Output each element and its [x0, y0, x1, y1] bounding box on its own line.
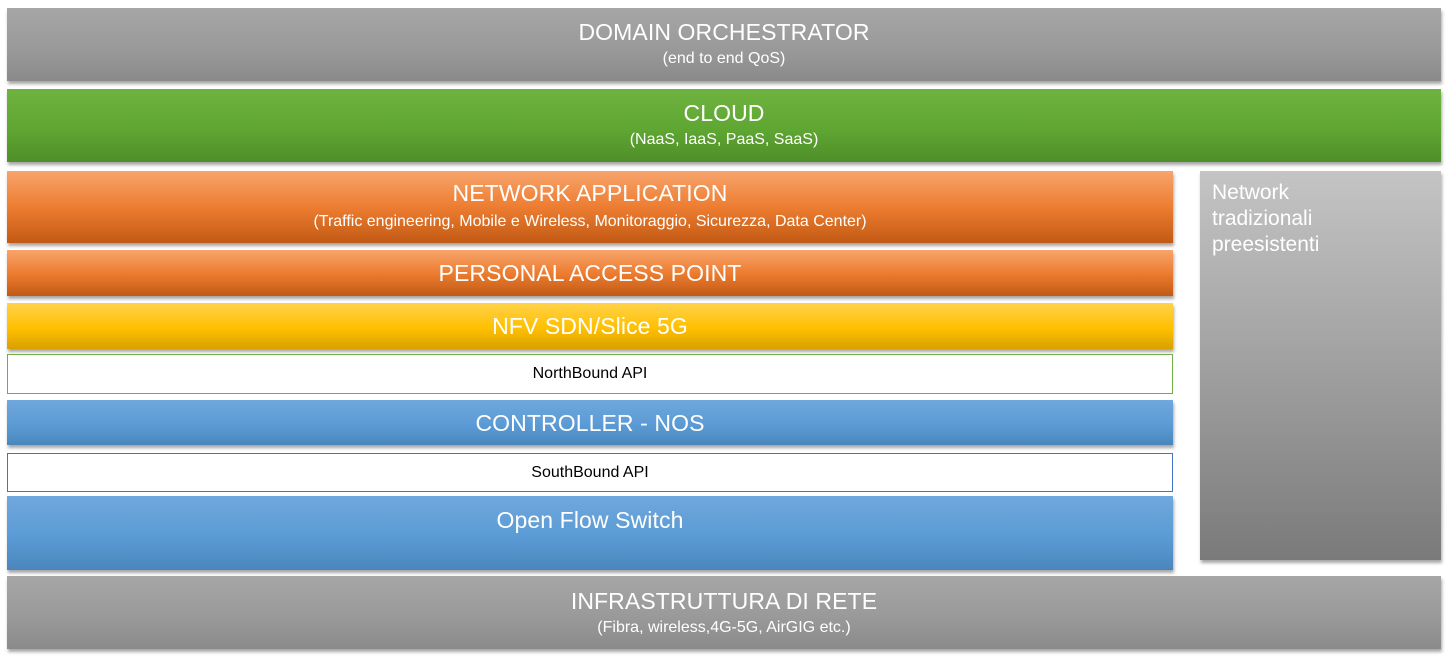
- infrastruttura-di-rete-layer: INFRASTRUTTURA DI RETE (Fibra, wireless,…: [7, 576, 1441, 649]
- controller-nos-layer: CONTROLLER - NOS: [7, 400, 1173, 445]
- nfv-sdn-slice-title: NFV SDN/Slice 5G: [492, 313, 688, 339]
- nfv-sdn-slice-layer: NFV SDN/Slice 5G: [7, 303, 1173, 349]
- cloud-title: CLOUD: [683, 100, 765, 126]
- southbound-api-layer: SouthBound API: [7, 453, 1173, 492]
- controller-nos-title: CONTROLLER - NOS: [475, 410, 705, 436]
- cloud-layer: CLOUD (NaaS, IaaS, PaaS, SaaS): [7, 89, 1441, 162]
- network-application-layer: NETWORK APPLICATION (Traffic engineering…: [7, 171, 1173, 243]
- infrastruttura-title: INFRASTRUTTURA DI RETE: [570, 588, 878, 614]
- domain-orchestrator-layer: DOMAIN ORCHESTRATOR (end to end QoS): [7, 8, 1441, 81]
- open-flow-switch-layer: Open Flow Switch: [7, 496, 1173, 570]
- northbound-api-layer: NorthBound API: [7, 354, 1173, 394]
- network-application-subtitle: (Traffic engineering, Mobile e Wireless,…: [313, 213, 867, 230]
- southbound-api-label: SouthBound API: [531, 463, 649, 481]
- northbound-api-label: NorthBound API: [532, 365, 648, 382]
- network-tradizionali-title: Network tradizionali preesistenti: [1212, 181, 1320, 256]
- cloud-subtitle: (NaaS, IaaS, PaaS, SaaS): [629, 131, 819, 148]
- personal-access-point-layer: PERSONAL ACCESS POINT: [7, 250, 1173, 296]
- infrastruttura-subtitle: (Fibra, wireless,4G-5G, AirGIG etc.): [597, 619, 851, 636]
- domain-orchestrator-title: DOMAIN ORCHESTRATOR: [578, 19, 870, 45]
- open-flow-switch-title: Open Flow Switch: [496, 507, 684, 533]
- domain-orchestrator-subtitle: (end to end QoS): [662, 50, 786, 67]
- network-application-title: NETWORK APPLICATION: [452, 180, 728, 206]
- personal-access-point-title: PERSONAL ACCESS POINT: [438, 260, 742, 286]
- network-tradizionali-layer: Network tradizionali preesistenti: [1200, 171, 1441, 560]
